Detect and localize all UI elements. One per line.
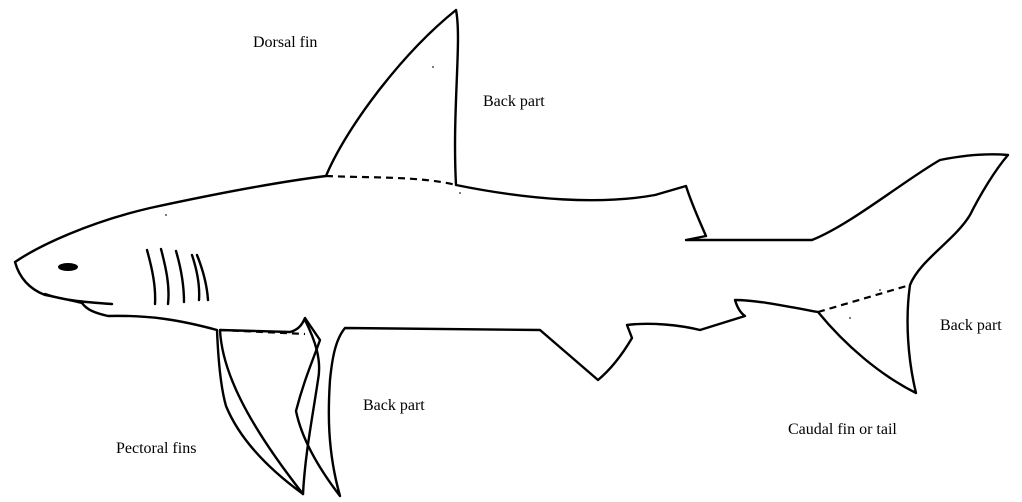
label-back-part-dorsal: Back part — [483, 93, 545, 110]
dorsal-fin-base-line — [326, 176, 456, 185]
label-back-part-tail: Back part — [940, 317, 1002, 334]
label-dorsal-fin: Dorsal fin — [253, 34, 317, 51]
scan-speck — [879, 289, 881, 291]
gill-slit — [147, 250, 155, 304]
shark-eye — [58, 263, 78, 271]
gill-slit — [176, 251, 184, 302]
scan-speck — [165, 214, 167, 216]
gill-slits — [147, 249, 208, 304]
label-caudal-fin: Caudal fin or tail — [788, 421, 897, 438]
caudal-fin-base-line — [818, 285, 910, 312]
label-pectoral-fins: Pectoral fins — [116, 440, 196, 457]
pectoral-fin-inner-line — [303, 320, 319, 494]
scan-speck — [432, 66, 434, 68]
label-back-part-pectoral: Back part — [363, 397, 425, 414]
gill-slit — [192, 255, 199, 300]
scan-speck — [459, 192, 461, 194]
gill-slit — [161, 249, 169, 304]
scan-speck — [849, 317, 851, 319]
